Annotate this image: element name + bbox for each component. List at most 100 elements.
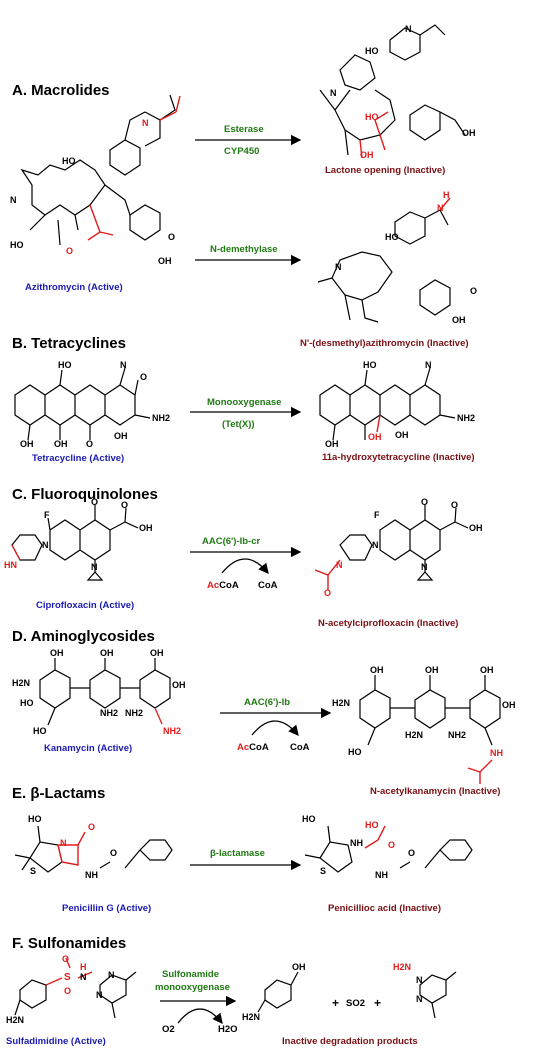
atom-nh-ring-pa: NH — [350, 838, 363, 848]
atom-h2n-akana-2: H2N — [405, 730, 424, 740]
atom-oh-desmethyl: OH — [452, 315, 466, 325]
atom-n-ring-desmethyl: N — [335, 262, 342, 272]
atom-ho-lactone-product: HO — [365, 46, 379, 56]
atom-oh-aminophenol: OH — [292, 962, 306, 972]
atom-h2n-aminophenol: H2N — [242, 1012, 261, 1022]
atom-nh2-kana-1: NH2 — [100, 708, 119, 718]
atom-h2n-kana: H2N — [12, 678, 31, 688]
atom-h2n-sulf: H2N — [6, 1015, 25, 1025]
atom-o-tc: O — [86, 439, 94, 449]
atom-o-acid-cipro: O — [121, 500, 129, 510]
cofactor-h2o: H2O — [218, 1024, 238, 1035]
atom-nh-pen: NH — [85, 870, 98, 880]
enzyme-beta-lactamase: β-lactamase — [210, 848, 265, 859]
kanamycin-nh2-site — [154, 707, 163, 725]
label-sulfadimidine-active: Sulfadimidine (Active) — [6, 1036, 106, 1047]
atom-f-cipro: F — [44, 510, 50, 520]
atom-o-acid-pa: O — [388, 840, 396, 850]
label-acetylkanamycin-inactive: N-acetylkanamycin (Inactive) — [370, 786, 501, 797]
label-lactone-opening-inactive: Lactone opening (Inactive) — [325, 165, 446, 176]
atom-n-piperazine-cipro: N — [42, 540, 49, 550]
cofactor-coa-suffix: CoA — [219, 580, 239, 591]
atom-o-acetyl-acetylcipro: O — [324, 588, 332, 598]
atom-oh-akana-1: OH — [370, 665, 384, 675]
label-azithromycin-active: Azithromycin (Active) — [25, 282, 123, 293]
betalactam-ring-site — [57, 831, 86, 866]
atom-n-pyrimidine-2: N — [416, 994, 423, 1004]
atom-nh-akana-modified: NH — [490, 748, 503, 758]
cofactor-coa-suffix-kana: CoA — [249, 742, 269, 753]
cofactor-acetyl-prefix-kana: Ac — [237, 742, 250, 753]
molecule-hydroxytetracycline — [319, 367, 456, 441]
section-title-macrolides: A. Macrolides — [12, 82, 110, 99]
atom-n-lactone-product: N — [405, 24, 412, 34]
atom-o-amide-pen: O — [110, 848, 118, 858]
atom-oh-htc-modified: OH — [368, 432, 382, 442]
atom-ho-azi-2: HO — [10, 240, 24, 250]
atom-hn-cipro: HN — [4, 560, 17, 570]
atom-oh-lactone-product-2: OH — [462, 128, 476, 138]
atom-h-desmethyl: H — [443, 190, 450, 200]
atom-lactone-o-azi: O — [66, 246, 74, 256]
label-tetracycline-active: Tetracycline (Active) — [32, 453, 125, 464]
atom-oh-acetylcipro: OH — [469, 523, 483, 533]
atom-o-keto-cipro: O — [91, 497, 99, 507]
atom-ho-akana: HO — [348, 747, 362, 757]
atom-oh-kana-4: OH — [172, 680, 186, 690]
atom-f-acetylcipro: F — [374, 510, 380, 520]
atom-nh2-tc: NH2 — [152, 413, 171, 423]
enzyme-esterase: Esterase — [224, 124, 264, 135]
enzyme-cyp450: CYP450 — [224, 146, 260, 157]
molecule-macrolide-lactone-opened — [319, 24, 466, 156]
molecule-tetracycline — [14, 367, 151, 441]
penicilloic-acid-site — [364, 825, 386, 849]
atom-n-sulf-amide: N — [80, 972, 87, 982]
atom-s-sulf: S — [64, 972, 71, 983]
cofactor-acetyl-coa-cipro: AcCoA — [207, 580, 239, 591]
molecule-ciprofloxacin — [11, 505, 139, 581]
acetyl-group-kana-modified — [467, 759, 493, 784]
atom-ho-azi: HO — [62, 156, 76, 166]
cofactor-coa-out-kana: CoA — [290, 742, 310, 753]
azithromycin-nme2-modified — [159, 95, 181, 121]
atom-h2n-pyrimidine: H2N — [393, 962, 412, 972]
atom-nh2-htc: NH2 — [457, 413, 476, 423]
label-acetylciprofloxacin-inactive: N-acetylciprofloxacin (Inactive) — [318, 618, 459, 629]
atom-ho-kana: HO — [20, 698, 34, 708]
label-hydroxytetracycline-inactive: 11a-hydroxytetracycline (Inactive) — [322, 452, 475, 463]
section-title-aminoglycosides: D. Aminoglycosides — [12, 628, 155, 645]
atom-n-quinolone-acetylcipro: N — [421, 562, 428, 572]
label-desmethyl-azithromycin-inactive: N'-(desmethyl)azithromycin (Inactive) — [300, 338, 469, 349]
label-ciprofloxacin-active: Ciprofloxacin (Active) — [36, 600, 135, 611]
atom-nh-desmethyl: N — [437, 203, 444, 213]
atom-o-sulf-2: O — [64, 986, 72, 996]
atom-nme2-htc: N — [425, 360, 432, 370]
atom-ho-htc: HO — [363, 360, 377, 370]
atom-o-lactam-pen: O — [88, 822, 96, 832]
acetyl-group-cipro-modified — [314, 559, 341, 590]
plus-sign-1: + — [332, 996, 340, 1010]
molecule-azithromycin — [20, 94, 176, 246]
atom-oh-htc-2: OH — [395, 430, 409, 440]
sulfonamide-bond-site — [45, 957, 93, 986]
atom-oh-htc-1: OH — [325, 439, 339, 449]
atom-nme2-tc: N — [120, 360, 127, 370]
atom-o-keto-tc: O — [140, 372, 148, 382]
atom-ho-pen: HO — [28, 814, 42, 824]
label-penicillin-g-active: Penicillin G (Active) — [62, 903, 152, 914]
section-title-fluoroquinolones: C. Fluoroquinolones — [12, 486, 158, 503]
atom-ho-acid-pa: HO — [365, 820, 379, 830]
atom-nh-amide-pa: NH — [375, 870, 388, 880]
atom-oh-azi: OH — [158, 256, 172, 266]
molecule-penicillin-g — [14, 825, 173, 873]
atom-n-pyrimidine-sulf-2: N — [108, 970, 115, 980]
atom-o-amide-pa: O — [408, 848, 416, 858]
molecule-acetylciprofloxacin — [339, 505, 469, 581]
atom-n-pyrimidine-1: N — [416, 975, 423, 985]
atom-n-quinolone-cipro: N — [91, 562, 98, 572]
molecule-sulfadimidine — [14, 971, 137, 1019]
atom-o-keto-acetylcipro: O — [421, 497, 429, 507]
atom-ho-kana-2: HO — [33, 726, 47, 736]
atom-ho-tc: HO — [58, 360, 72, 370]
